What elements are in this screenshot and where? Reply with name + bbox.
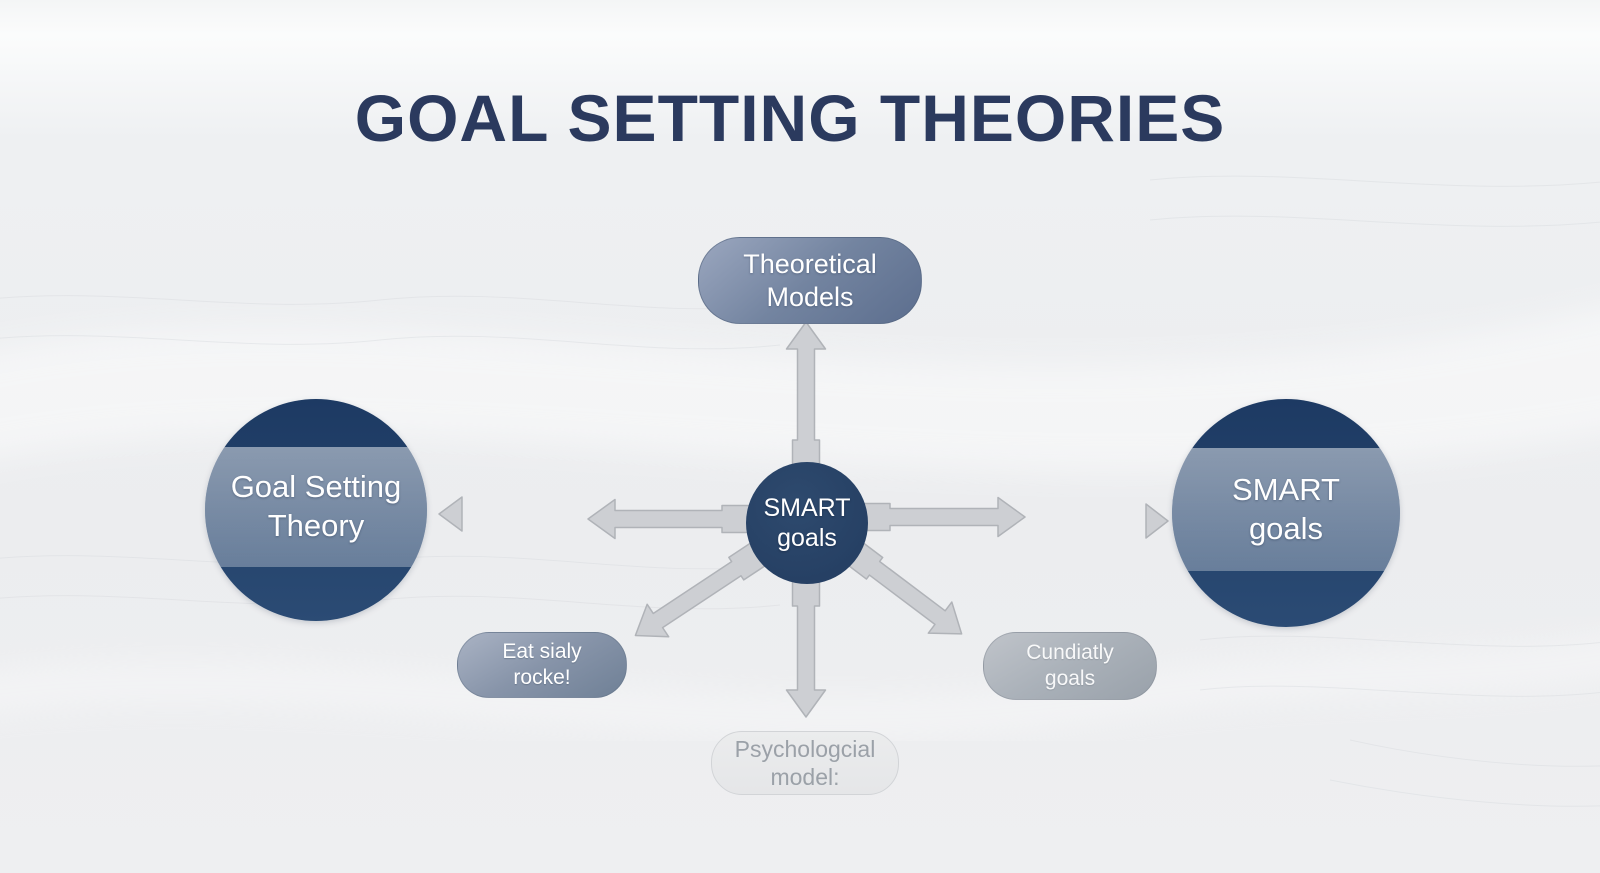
- page-title: GOAL SETTING THEORIES: [354, 81, 1226, 155]
- node-label-line: rocke!: [513, 666, 571, 689]
- node-label-line: Cundiatly: [1026, 641, 1114, 665]
- node-psychological-model: Psychologcial model:: [711, 731, 899, 795]
- node-label-line: Theory: [267, 507, 365, 543]
- node-label-line: goals: [1044, 667, 1096, 690]
- arrow-left-icon: [587, 498, 755, 540]
- node-label-line: Goal Setting: [230, 468, 402, 504]
- triangle-right-icon: [1145, 503, 1169, 539]
- node-label-line: SMART: [1232, 471, 1340, 507]
- arrow-down-left-icon: [634, 538, 772, 638]
- node-label-line: Models: [766, 281, 854, 312]
- circle-band: SMART goals: [1172, 448, 1400, 572]
- node-label-line: SMART: [763, 493, 851, 522]
- arrow-up-icon: [785, 321, 827, 473]
- arrow-down-right-icon: [840, 537, 963, 635]
- node-label-line: goals: [777, 524, 837, 552]
- swoosh-shape: [0, 637, 1600, 738]
- node-theoretical-models: Theoretical Models: [698, 237, 922, 324]
- circle-band: Goal Setting Theory: [205, 446, 427, 567]
- node-label-line: Psychologcial: [734, 735, 876, 762]
- triangle-left-icon: [438, 496, 463, 532]
- node-label-line: model:: [770, 764, 840, 790]
- node-eat-sialy-rocke: Eat sialy rocke!: [457, 632, 627, 698]
- node-label-line: goals: [1248, 510, 1324, 546]
- node-goal-setting-theory: Goal Setting Theory: [205, 399, 427, 621]
- node-label-line: Eat sialy: [502, 640, 582, 664]
- wave-lines: [0, 175, 1600, 807]
- arrow-down-icon: [785, 573, 827, 718]
- arrow-right-icon: [857, 496, 1026, 538]
- node-smart-goals-center: SMART goals: [746, 462, 868, 584]
- node-smart-goals-right: SMART goals: [1172, 399, 1400, 627]
- node-label-line: Theoretical: [743, 248, 877, 279]
- node-cundiatly-goals: Cundiatly goals: [983, 632, 1157, 700]
